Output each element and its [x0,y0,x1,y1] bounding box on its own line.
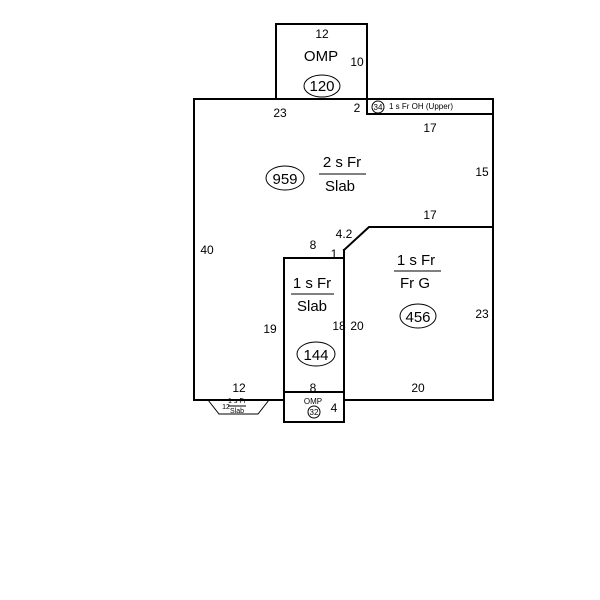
small-slab-label-top: 1 s Fr [228,398,247,405]
small-slab-label-bottom: Slab [230,408,244,415]
garage-area: 456 [405,309,430,326]
dim-chamfer: 4.2 [336,227,353,241]
wing-label-bottom: Slab [297,298,327,315]
wing-outline [283,249,345,401]
omp-bottom-area-circle [307,405,321,419]
overhang-area: 34 [374,103,383,112]
garage-label-top: 1 s Fr [397,252,435,269]
dim-omp-top-height: 10 [350,55,364,69]
dim-omp-bottom-depth: 4 [331,401,338,415]
section-wing: 1 s Fr Slab 144 [291,275,336,367]
dim-garage-top: 17 [423,208,437,222]
wing-area-oval [296,341,336,367]
main-outline [193,98,368,401]
plan-outline [193,23,494,423]
dim-omp-top-width: 12 [315,27,329,41]
omp-top-outline [275,23,368,100]
main-label-bottom: Slab [325,178,355,195]
dim-step-2: 2 [354,101,361,115]
small-slab-dim: 12 [222,404,230,411]
garage-label-bottom: Fr G [400,275,430,292]
garage-top-wall [342,226,494,252]
main-area: 959 [272,171,297,188]
omp-top-label: OMP [304,48,338,65]
section-omp-top: OMP 120 [303,48,341,98]
dim-overhang-length: 17 [423,121,437,135]
section-garage: 1 s Fr Fr G 456 [394,252,441,329]
overhang-label: 1 s Fr OH (Upper) [389,102,453,111]
garage-area-oval [399,303,437,329]
dim-step-1: 1 [331,247,338,261]
dim-wing-top: 8 [310,238,317,252]
dim-left-side: 40 [200,243,214,257]
dim-main-top: 23 [273,106,287,120]
omp-bottom-label: OMP [304,397,322,406]
wing-label-top: 1 s Fr [293,275,331,292]
section-small-slab: 1 s Fr Slab 12 [222,398,247,415]
dim-garage-left: 20 [350,319,364,333]
small-slab-outline [207,399,270,415]
omp-bottom-outline [283,391,345,423]
dim-wing-left: 19 [263,322,277,336]
dim-wing-bottom: 8 [310,381,317,395]
overhang-area-circle [371,100,385,114]
dim-right-upper: 15 [475,165,489,179]
dim-wing-inner: 18 [332,319,346,333]
omp-top-area: 120 [309,78,334,95]
omp-bottom-area: 32 [310,408,319,417]
dim-bottom-left: 12 [232,381,246,395]
section-overhang: 34 1 s Fr OH (Upper) [371,100,453,114]
wing-area: 144 [303,347,328,364]
section-main: 2 s Fr Slab 959 [265,154,366,195]
section-omp-bottom: OMP 32 [304,397,322,419]
omp-top-area-oval [303,74,341,98]
dim-garage-bottom: 20 [411,381,425,395]
main-area-oval [265,165,305,191]
main-label-top: 2 s Fr [323,154,361,171]
dim-garage-right: 23 [475,307,489,321]
dimension-labels: 12 10 23 2 17 15 17 4.2 1 8 40 19 18 20 … [200,27,489,415]
